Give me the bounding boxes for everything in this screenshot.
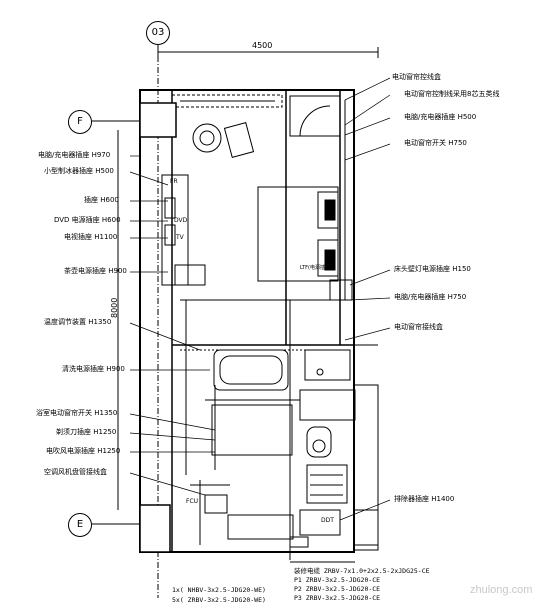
- room-outline: [139, 89, 355, 553]
- cable-legend-p2: P2 ZRBV-3x2.5-JDG20-CE: [294, 585, 381, 593]
- label-kettle-outlet: 茶壶电源插座 H900: [64, 267, 127, 275]
- column-top-left: [139, 102, 177, 138]
- bed: [257, 186, 339, 282]
- label-ice-maker-outlet: 小型制冰器插座 H500: [44, 167, 114, 175]
- bottom-cable-2: 5x( ZRBV-3x2.5-JDG20-WE): [172, 596, 266, 604]
- bottom-cable-1: 1x( NHBV-3x2.5-JDG20-WE): [172, 586, 266, 594]
- label-dvd-outlet: DVD 电源插座 H600: [54, 216, 121, 224]
- label-computer-outlet-h970: 电脑/充电器插座 H970: [38, 151, 111, 159]
- tag-bed-light: LTF(电源插座): [300, 265, 332, 271]
- label-hairdryer-outlet: 电吹风电源插座 H1250: [46, 447, 121, 455]
- shower: [304, 349, 351, 381]
- cable-legend-p3: P3 ZRBV-3x2.5-JDG20-CE: [294, 594, 381, 602]
- label-bath-curtain-switch: 浴室电动窗帘开关 H1350: [36, 409, 118, 417]
- table-lamp: [192, 123, 222, 153]
- grid-bubble-e: E: [68, 513, 92, 537]
- label-curtain-control-box: 电动窗帘控线盒: [392, 73, 441, 81]
- label-fcu-junction-box: 空调风机盘管接线盒: [44, 468, 107, 476]
- label-tv-outlet: 电视插座 H1100: [64, 233, 118, 241]
- cable-legend-main: 装修电缆 ZRBV-7x1.0+2x2.5-2xJDG25-CE: [294, 567, 430, 575]
- tag-dvd: DVD: [174, 217, 188, 224]
- label-thermostat: 温度调节装置 H1350: [44, 318, 112, 326]
- label-computer-outlet-h750: 电脑/充电器插座 H750: [394, 293, 467, 301]
- label-computer-outlet-h500: 电脑/充电器插座 H500: [404, 113, 477, 121]
- label-curtain-control-wire: 电动窗帘控制线采用8芯五类线: [404, 90, 500, 98]
- label-curtain-switch: 电动窗帘开关 H750: [404, 139, 467, 147]
- closet: [289, 95, 341, 137]
- label-cleaning-outlet: 清洗电源插座 H900: [62, 365, 125, 373]
- label-bed-wall-lamp-outlet: 床头壁灯电源插座 H150: [394, 265, 471, 273]
- armchair: [223, 122, 255, 158]
- label-dehumidifier-outlet: 排除器插座 H1400: [394, 495, 455, 503]
- dimension-width: 4500: [252, 41, 273, 50]
- label-curtain-junction-box: 电动窗帘接线盒: [394, 323, 443, 331]
- grid-bubble-03: 03: [146, 21, 170, 45]
- entrance-column: [139, 504, 171, 553]
- curtain-box: [171, 94, 283, 108]
- label-shaver-outlet: 剃须刀插座 H1250: [56, 428, 117, 436]
- grid-bubble-f: F: [68, 110, 92, 134]
- dimension-height: 8000: [110, 297, 119, 318]
- vanity: [211, 404, 293, 456]
- cable-legend-p1: P1 ZRBV-3x2.5-JDG20-CE: [294, 576, 381, 584]
- tag-fr: FR: [170, 178, 178, 185]
- toilet: [306, 426, 332, 458]
- fcu: [204, 494, 228, 514]
- tag-fcu: FCU: [186, 498, 199, 505]
- label-outlet-h600: 插座 H600: [84, 196, 119, 204]
- tag-tv: TV: [176, 234, 184, 241]
- tag-ddt: DDT: [321, 517, 334, 524]
- bathtub: [213, 349, 289, 391]
- watermark: zhulong.com: [470, 584, 533, 596]
